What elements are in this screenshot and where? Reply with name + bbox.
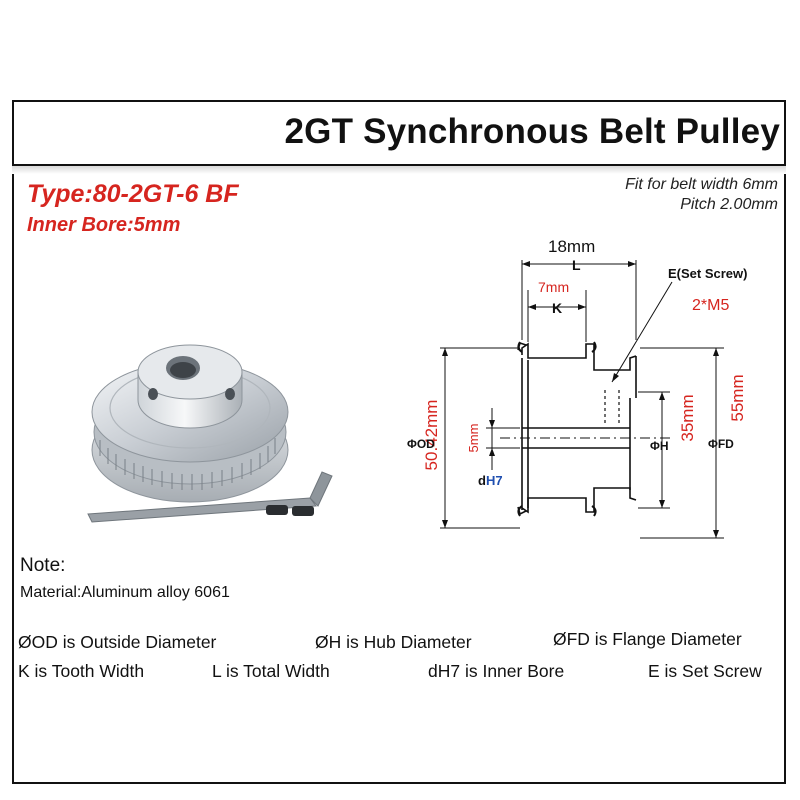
legend-set-screw: E is Set Screw [648,661,762,681]
total-width-value: 18mm [548,237,595,256]
legend-hub-diameter: ØH is Hub Diameter [315,632,472,652]
belt-width-label: Fit for belt width 6mm [625,176,778,193]
tooth-width-value: 7mm [538,279,569,295]
pulley-product-photo [87,344,333,523]
tooth-width-symbol: K [552,300,562,316]
flange-diameter-symbol: ΦFD [708,437,734,451]
flange-diameter-value: 55mm [728,374,747,421]
set-screw-label: E(Set Screw) [668,266,747,281]
outside-diameter-value: 50.42mm [422,400,441,471]
hub-diameter-symbol: ΦH [650,439,669,453]
type-label: Type:80-2GT-6 BF [27,180,239,208]
header-divider [12,164,786,166]
inner-bore-label: Inner Bore:5mm [27,214,181,236]
pulley-dimension-drawing: 18mm L 7mm K E(Set Screw) 2*M5 50.42mm Φ… [407,237,747,539]
legend-tooth-width: K is Tooth Width [18,661,145,681]
legend-total-width: L is Total Width [212,661,330,681]
hub-diameter-value: 35mm [678,394,697,441]
page-title: 2GT Synchronous Belt Pulley [284,112,780,151]
legend-flange-diameter: ØFD is Flange Diameter [553,629,742,649]
inner-bore-value: 5mm [466,424,481,453]
header-shadow [12,166,786,174]
pitch-label: Pitch 2.00mm [680,196,778,213]
total-width-symbol: L [572,257,581,273]
material-label: Material:Aluminum alloy 6061 [20,584,230,601]
note-label: Note: [20,555,66,576]
inner-bore-symbol: dH7 [478,473,503,488]
legend-inner-bore: dH7 is Inner Bore [428,661,565,681]
content-frame [12,100,786,784]
inner-bore-symbol-prefix: d [478,473,486,488]
legend-outside-diameter: ØOD is Outside Diameter [18,632,217,652]
outside-diameter-symbol: ΦOD [407,437,435,451]
inner-bore-symbol-suffix: H7 [486,473,503,488]
set-screw-value: 2*M5 [692,297,729,314]
